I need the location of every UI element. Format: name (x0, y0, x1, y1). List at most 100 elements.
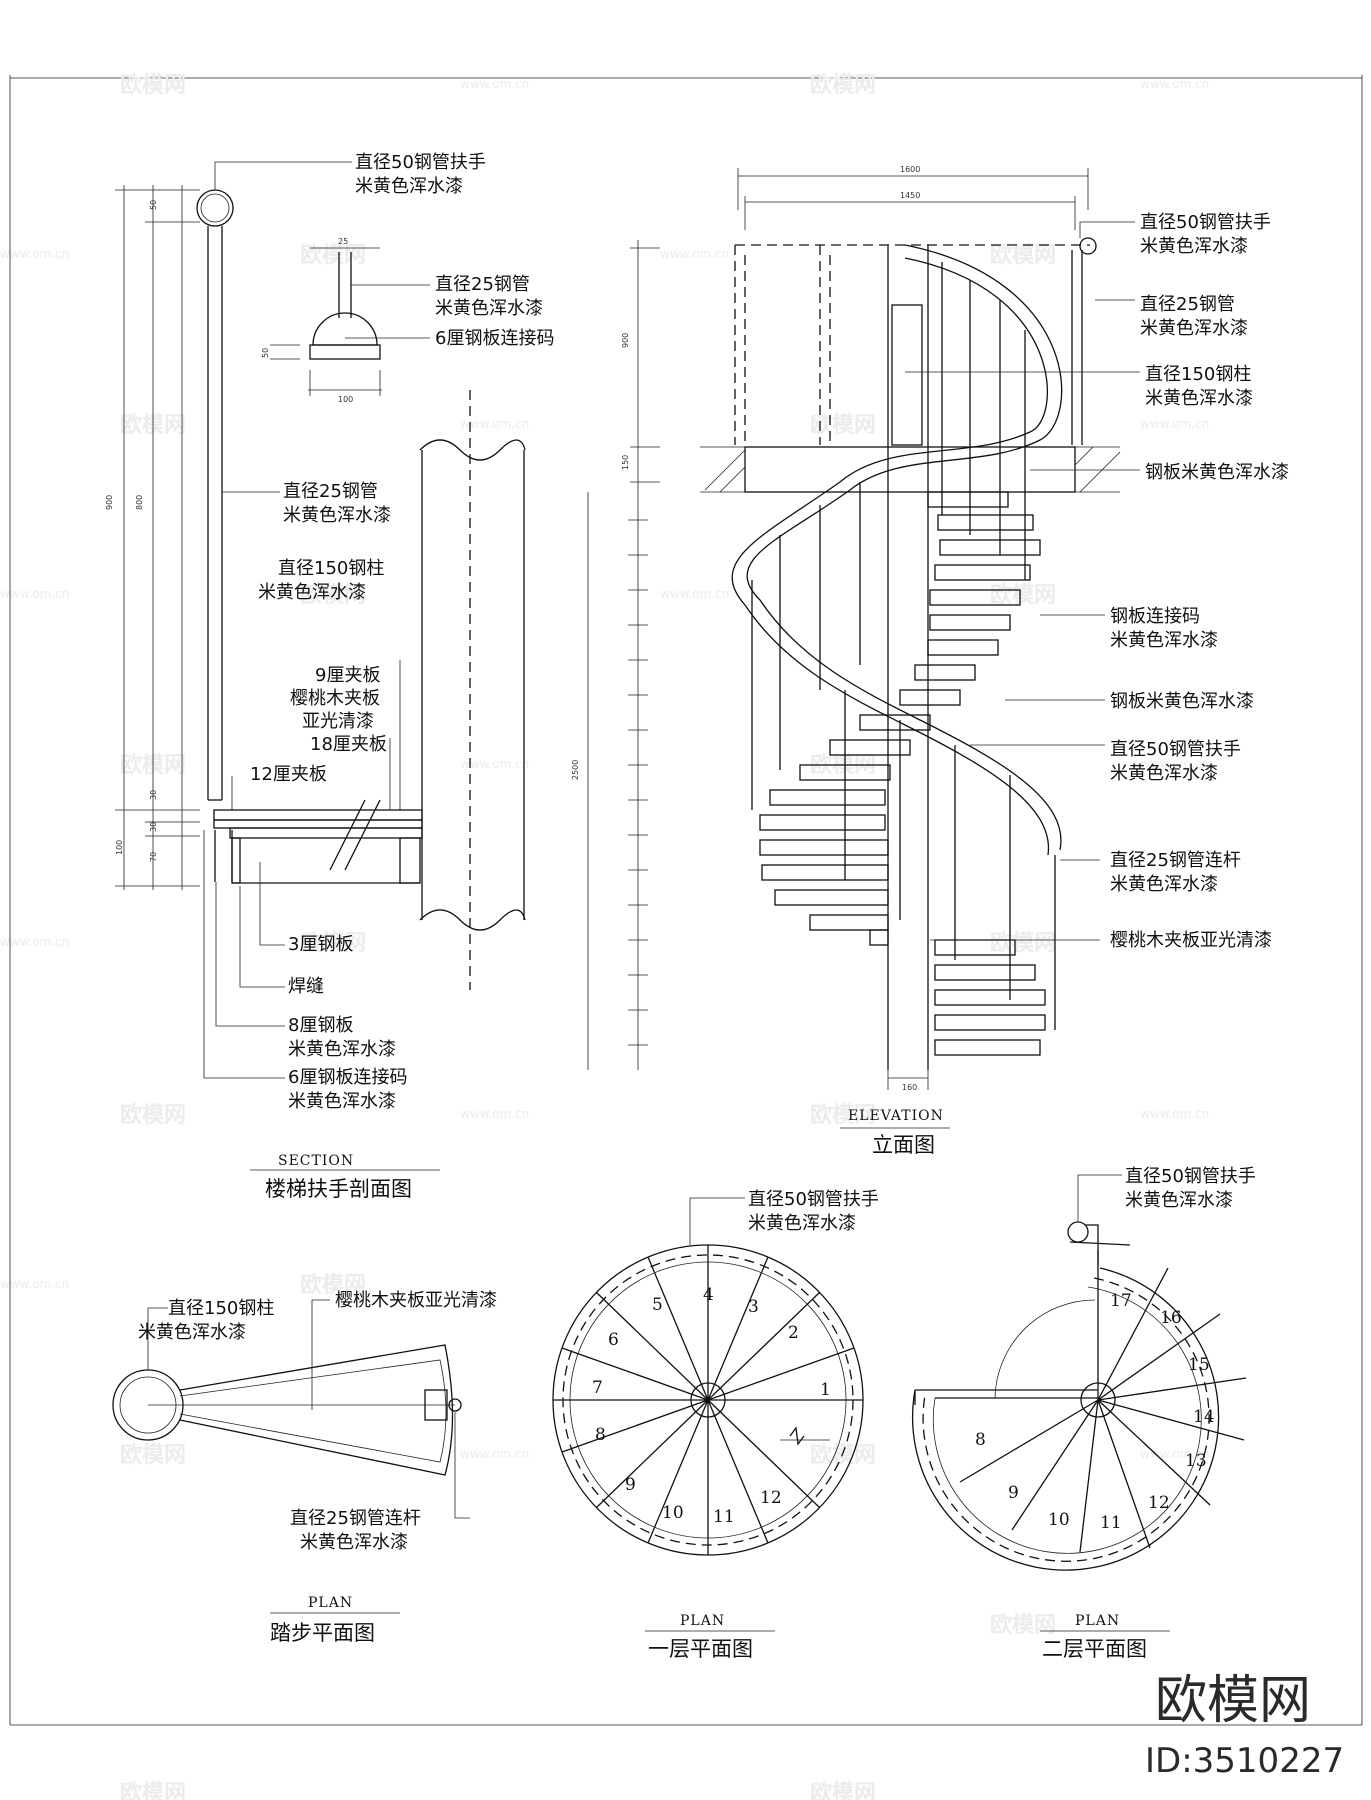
svg-text:9厘夹板: 9厘夹板 (315, 665, 380, 686)
svg-text:米黄色浑水漆: 米黄色浑水漆 (1110, 874, 1218, 895)
svg-text:欧模网: 欧模网 (300, 242, 366, 268)
svg-text:8厘钢板: 8厘钢板 (288, 1015, 353, 1036)
svg-text:18厘夹板: 18厘夹板 (310, 734, 387, 755)
svg-text:3厘钢板: 3厘钢板 (288, 934, 353, 955)
svg-text:10: 10 (662, 1503, 684, 1523)
svg-text:www.om.cn: www.om.cn (0, 587, 69, 601)
svg-text:欧模网: 欧模网 (300, 930, 366, 956)
svg-text:欧模网: 欧模网 (120, 1102, 186, 1128)
svg-text:米黄色浑水漆: 米黄色浑水漆 (288, 1091, 396, 1112)
svg-text:8: 8 (595, 1425, 606, 1445)
tread-plan-view: 直径150钢柱 米黄色浑水漆 樱桃木夹板亚光清漆 直径25钢管连杆 米黄色浑水漆… (112, 1290, 497, 1645)
svg-text:70: 70 (149, 852, 158, 862)
svg-text:钢板米黄色浑水漆: 钢板米黄色浑水漆 (1145, 462, 1289, 483)
svg-text:欧模网: 欧模网 (300, 1272, 366, 1298)
svg-text:米黄色浑水漆: 米黄色浑水漆 (1145, 388, 1253, 409)
svg-text:米黄色浑水漆: 米黄色浑水漆 (258, 582, 366, 603)
svg-text:4: 4 (703, 1285, 714, 1305)
svg-text:直径25钢管: 直径25钢管 (1140, 294, 1235, 315)
svg-text:米黄色浑水漆: 米黄色浑水漆 (283, 505, 391, 526)
watermarks: 欧模网 www.om.cn 欧模网 www.om.cn 欧模网 www.om.c… (0, 72, 1209, 1800)
svg-text:SECTION: SECTION (278, 1153, 354, 1169)
svg-text:直径150钢柱: 直径150钢柱 (1145, 364, 1251, 385)
svg-text:钢板米黄色浑水漆: 钢板米黄色浑水漆 (1110, 691, 1254, 712)
svg-text:欧模网: 欧模网 (120, 1780, 186, 1800)
svg-text:钢板连接码: 钢板连接码 (1110, 606, 1200, 627)
svg-text:11: 11 (1100, 1513, 1122, 1533)
svg-text:www.om.cn: www.om.cn (1140, 757, 1209, 771)
svg-text:50: 50 (261, 348, 270, 358)
svg-text:10: 10 (1048, 1510, 1070, 1530)
section-view: 50 900 800 30 30 100 70 25 50 100 (105, 152, 554, 1201)
svg-text:www.om.cn: www.om.cn (660, 587, 729, 601)
svg-text:直径25钢管连杆: 直径25钢管连杆 (1110, 850, 1241, 871)
svg-text:米黄色浑水漆: 米黄色浑水漆 (138, 1322, 246, 1343)
svg-text:焊缝: 焊缝 (288, 976, 324, 997)
plan2-view: 直径50钢管扶手 米黄色浑水漆 8 9 10 11 12 13 14 15 16… (911, 1166, 1256, 1661)
svg-text:直径50钢管扶手: 直径50钢管扶手 (1110, 739, 1241, 760)
svg-text:米黄色浑水漆: 米黄色浑水漆 (1140, 236, 1248, 257)
svg-text:6厘钢板连接码: 6厘钢板连接码 (288, 1067, 407, 1088)
svg-text:米黄色浑水漆: 米黄色浑水漆 (748, 1213, 856, 1234)
svg-text:米黄色浑水漆: 米黄色浑水漆 (1125, 1190, 1233, 1211)
svg-text:www.om.cn: www.om.cn (0, 935, 69, 949)
svg-text:14: 14 (1193, 1407, 1215, 1427)
svg-text:欧模网: 欧模网 (990, 1612, 1056, 1638)
svg-text:50: 50 (149, 200, 158, 210)
svg-text:二层平面图: 二层平面图 (1042, 1637, 1147, 1661)
plan1-view: 直径50钢管扶手 米黄色浑水漆 1 2 3 4 5 6 7 8 9 10 11 … (552, 1189, 879, 1661)
svg-text:欧模网: 欧模网 (120, 72, 186, 98)
svg-text:米黄色浑水漆: 米黄色浑水漆 (355, 176, 463, 197)
svg-text:直径25钢管: 直径25钢管 (435, 274, 530, 295)
svg-text:踏步平面图: 踏步平面图 (270, 1621, 375, 1645)
svg-text:PLAN: PLAN (308, 1595, 353, 1611)
svg-text:www.om.cn: www.om.cn (660, 247, 729, 261)
svg-text:800: 800 (135, 495, 144, 510)
svg-text:ELEVATION: ELEVATION (848, 1108, 944, 1124)
svg-text:直径25钢管: 直径25钢管 (283, 481, 378, 502)
svg-text:米黄色浑水漆: 米黄色浑水漆 (300, 1532, 408, 1553)
svg-text:16: 16 (1160, 1308, 1182, 1328)
svg-text:1450: 1450 (900, 191, 920, 200)
svg-text:www.om.cn: www.om.cn (460, 1447, 529, 1461)
svg-text:米黄色浑水漆: 米黄色浑水漆 (1110, 630, 1218, 651)
svg-text:www.om.cn: www.om.cn (1140, 77, 1209, 91)
svg-text:12厘夹板: 12厘夹板 (250, 764, 327, 785)
svg-text:樱桃木夹板亚光清漆: 樱桃木夹板亚光清漆 (1110, 930, 1272, 951)
svg-text:13: 13 (1185, 1451, 1207, 1471)
svg-text:www.om.cn: www.om.cn (0, 1277, 69, 1291)
svg-text:直径50钢管扶手: 直径50钢管扶手 (355, 152, 486, 173)
svg-text:100: 100 (115, 840, 124, 855)
svg-text:欧模网: 欧模网 (810, 1102, 876, 1128)
svg-text:9: 9 (1008, 1483, 1019, 1503)
svg-text:www.om.cn: www.om.cn (460, 1107, 529, 1121)
svg-text:直径50钢管扶手: 直径50钢管扶手 (1125, 1166, 1256, 1187)
svg-text:欧模网: 欧模网 (810, 1442, 876, 1468)
svg-text:米黄色浑水漆: 米黄色浑水漆 (1110, 763, 1218, 784)
svg-text:9: 9 (625, 1475, 636, 1495)
svg-text:一层平面图: 一层平面图 (648, 1637, 753, 1661)
svg-text:www.om.cn: www.om.cn (1140, 1107, 1209, 1121)
svg-text:欧模网: 欧模网 (990, 582, 1056, 608)
svg-text:米黄色浑水漆: 米黄色浑水漆 (288, 1039, 396, 1060)
svg-text:亚光清漆: 亚光清漆 (302, 711, 374, 732)
svg-text:欧模网: 欧模网 (120, 1442, 186, 1468)
brand-name: 欧模网 (1155, 1671, 1311, 1731)
svg-text:900: 900 (621, 333, 630, 348)
svg-text:直径150钢柱: 直径150钢柱 (278, 558, 384, 579)
svg-text:17: 17 (1110, 1291, 1132, 1311)
svg-text:900: 900 (105, 495, 114, 510)
svg-text:欧模网: 欧模网 (810, 1780, 876, 1800)
svg-text:PLAN: PLAN (1075, 1613, 1120, 1629)
svg-text:直径25钢管连杆: 直径25钢管连杆 (290, 1508, 421, 1529)
svg-text:1: 1 (820, 1380, 831, 1400)
svg-text:欧模网: 欧模网 (810, 412, 876, 438)
svg-text:立面图: 立面图 (872, 1133, 935, 1157)
svg-text:www.om.cn: www.om.cn (0, 247, 69, 261)
svg-text:直径150钢柱: 直径150钢柱 (168, 1298, 274, 1319)
elevation-view: 1600 1450 900 150 2500 (571, 165, 1289, 1157)
svg-text:www.om.cn: www.om.cn (460, 757, 529, 771)
svg-text:1600: 1600 (900, 165, 920, 174)
